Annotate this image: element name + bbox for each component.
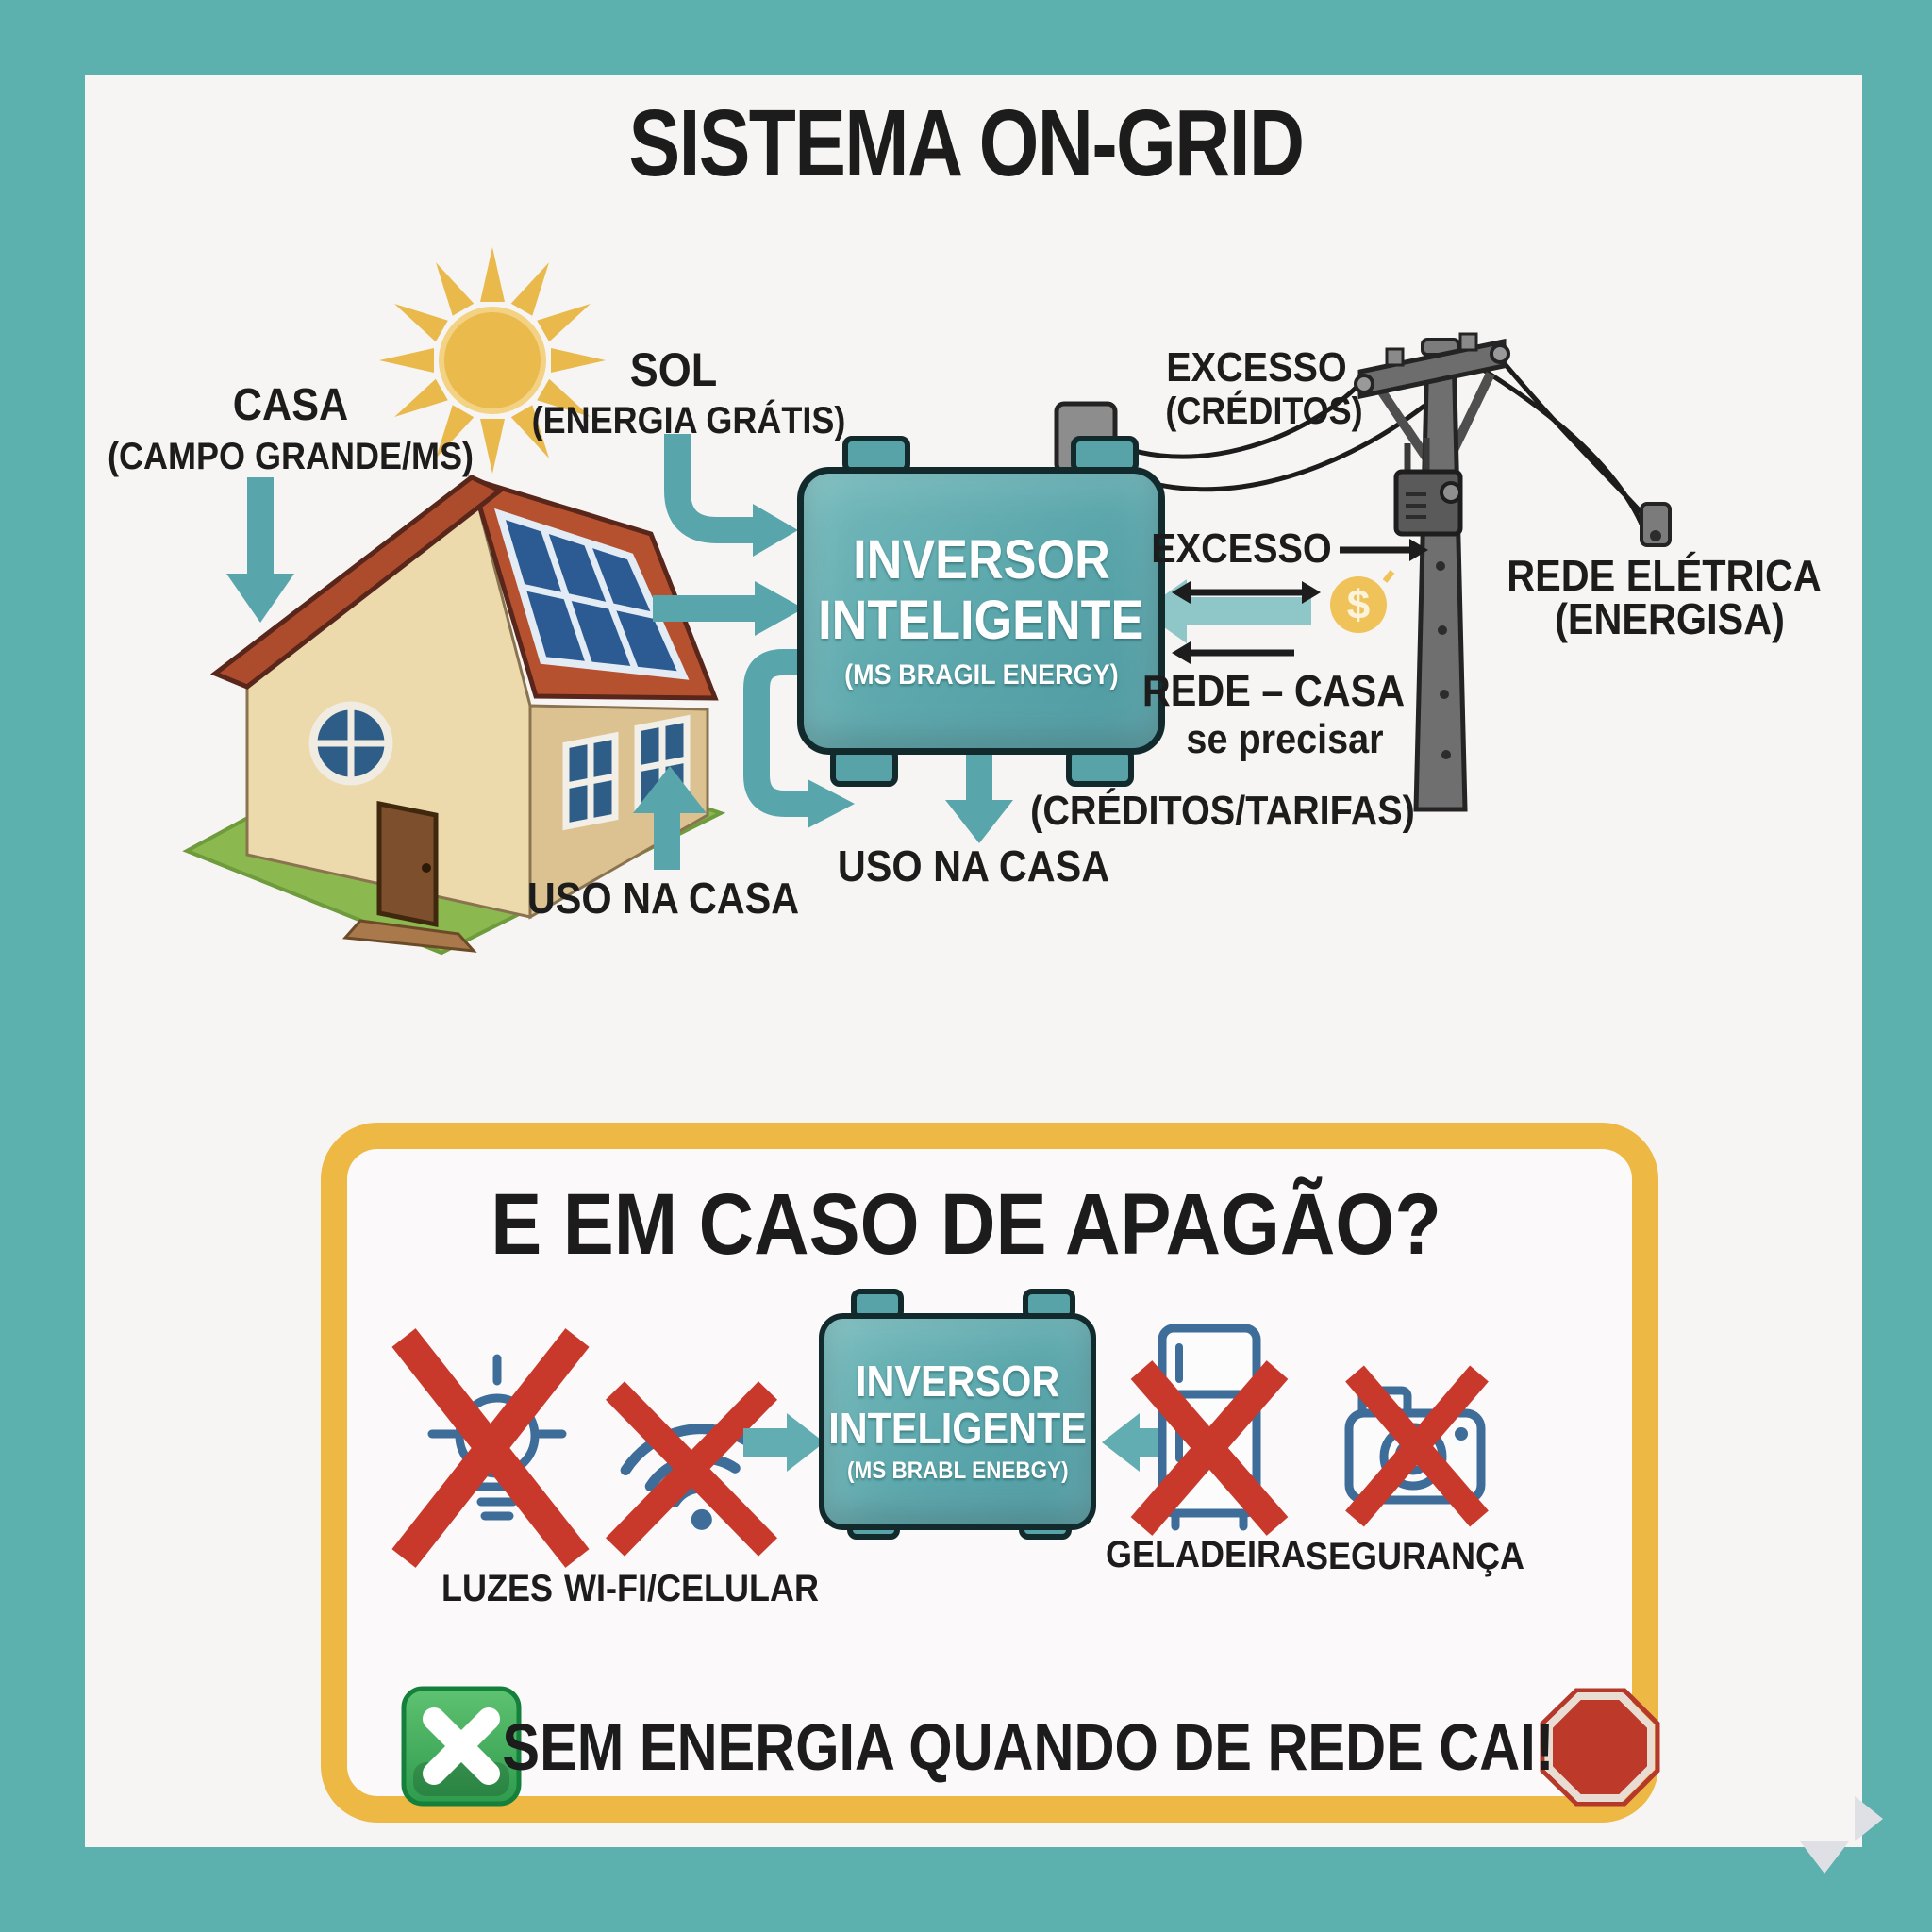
left-arrow-icon (1172, 641, 1294, 664)
excesso-mid-label: EXCESSO (1151, 525, 1332, 572)
blackout-title: E EM CASO DE APAGÃO? (491, 1176, 1441, 1273)
rede-casa-label: REDE – CASA (1141, 666, 1406, 715)
panel-corner-tail-right (1855, 1796, 1883, 1841)
sol-label: SOL (629, 343, 718, 396)
inverter-title-2: INTELIGENTE (818, 589, 1144, 651)
house-up-arrow-icon (633, 766, 707, 870)
grid-to-inverter-arrow-icon (1141, 579, 1311, 643)
stop-sign-icon (1540, 1688, 1660, 1807)
excesso-top-sublabel: (CRÉDITOS) (1165, 391, 1363, 432)
casa-sublabel: (CAMPO GRANDE/MS) (108, 436, 474, 477)
blackout-right-arrow-icon (743, 1413, 824, 1472)
seguranca-label: SEGURANÇA (1305, 1536, 1525, 1577)
pole-transformer (1393, 438, 1463, 537)
flow-arrows (226, 434, 1311, 870)
double-arrow-icon (1172, 581, 1321, 604)
inverter-title: INVERSOR (852, 528, 1110, 591)
uso-na-casa-right-label: USO NA CASA (837, 841, 1110, 891)
se-precisar-label: se precisar (1186, 716, 1384, 762)
smart-inverter-box: INVERSOR INTELIGENTE (MS BRAGIL ENERGY) (797, 467, 1165, 755)
house-to-inverter-arrow-icon (653, 581, 804, 636)
bulb-icon (427, 1354, 567, 1521)
panel-corner-tail-down (1800, 1841, 1849, 1874)
power-pole-illustration (1354, 332, 1672, 812)
inverter-title: INVERSOR (855, 1356, 1060, 1406)
sol-sublabel: (ENERGIA GRÁTIS) (531, 400, 846, 441)
camera-crossed-x-icon (1345, 1365, 1489, 1527)
page-title: SISTEMA ON-GRID (628, 91, 1306, 196)
luzes-label: LUZES (441, 1568, 554, 1609)
smart-inverter-box-blackout: INVERSOR INTELIGENTE (MS BRABL ENEBGY) (819, 1313, 1096, 1530)
rede-eletrica-label: REDE ELÉTRICA (1507, 551, 1822, 600)
green-x-icon (401, 1686, 522, 1807)
inverter-usage-curved-arrow-icon (743, 649, 855, 828)
energisa-label: (ENERGISA) (1555, 594, 1785, 643)
excesso-top-label: EXCESSO (1166, 344, 1347, 391)
sun-icon (379, 247, 606, 474)
geladeira-label: GELADEIRA (1105, 1534, 1307, 1575)
wire-insulator (1640, 502, 1672, 547)
excesso-out-arrow-icon (1340, 539, 1428, 561)
exchange-arrows (1172, 539, 1428, 664)
fridge-crossed-x-icon (1130, 1360, 1289, 1536)
inverter-brand: (MS BRABL ENEBGY) (846, 1457, 1069, 1485)
sol-to-inverter-arrow-icon (664, 434, 798, 557)
casa-label: CASA (232, 380, 349, 430)
uso-na-casa-left-label: USO NA CASA (526, 874, 800, 923)
wifi-celular-label: WI-FI/CELULAR (564, 1568, 819, 1609)
inverter-brand: (MS BRAGIL ENERGY) (843, 659, 1119, 691)
casa-down-arrow-icon (226, 477, 294, 623)
inverter-title-2: INTELIGENTE (828, 1403, 1087, 1453)
blackout-banner-text: SEM ENERGIA QUANDO DE REDE CAI! (502, 1710, 1555, 1784)
bulb-crossed-x-icon (391, 1328, 590, 1568)
coin-symbol: $ (1347, 582, 1370, 628)
wifi-crossed-x-icon (605, 1381, 778, 1557)
money-coin-icon: $ (1330, 570, 1395, 633)
creditos-tarifas-label: (CRÉDITOS/TARIFAS) (1030, 788, 1415, 834)
house-illustration (182, 475, 726, 956)
